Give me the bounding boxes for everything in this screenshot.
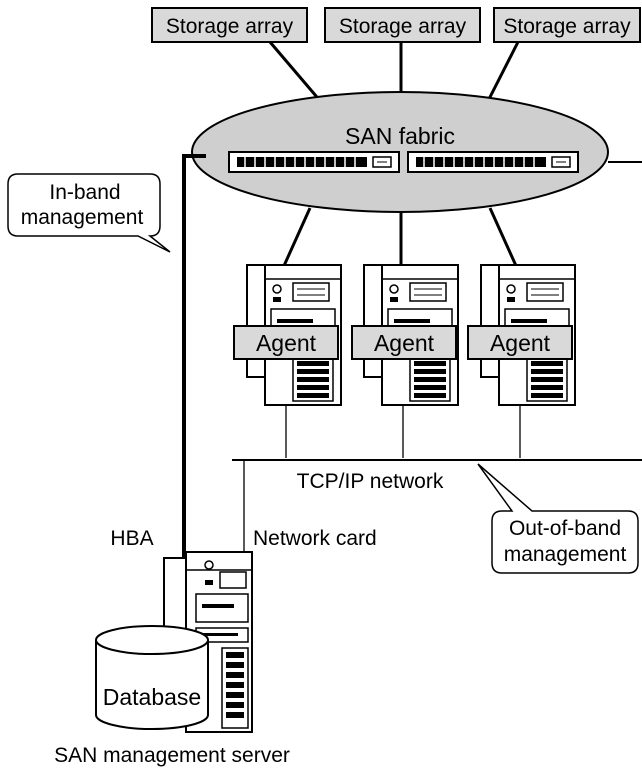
storage-array-1: Storage array <box>151 7 308 43</box>
in-band-callout-line1: In-band <box>49 181 120 204</box>
agent-2-label: Agent <box>374 330 435 356</box>
database-label: Database <box>103 684 201 710</box>
out-of-band-callout-line1: Out-of-band <box>509 517 621 540</box>
agent-3-label: Agent <box>490 330 551 356</box>
fabric-host-link-1 <box>281 207 312 269</box>
agent-1-label: Agent <box>256 330 317 356</box>
san-fabric: SAN fabric <box>191 91 609 213</box>
storage-array-3-label: Storage array <box>503 15 631 38</box>
san-fabric-label: SAN fabric <box>345 123 455 149</box>
storage-link-3 <box>485 41 520 104</box>
fabric-host-link-3 <box>488 207 519 269</box>
storage-array-1-label: Storage array <box>166 15 294 38</box>
fabric-switch-1 <box>228 151 400 173</box>
out-of-band-callout-line2: management <box>504 543 627 566</box>
in-band-callout-line2: management <box>21 206 144 229</box>
storage-array-3: Storage array <box>493 7 641 43</box>
agent-2: Agent <box>351 325 457 360</box>
fabric-switch-2 <box>407 151 579 173</box>
storage-link-1 <box>268 41 324 104</box>
in-band-path <box>182 154 206 560</box>
network-card-label: Network card <box>253 527 377 550</box>
storage-array-2: Storage array <box>324 7 481 43</box>
in-band-callout: In-band management <box>7 173 171 253</box>
out-of-band-callout: Out-of-band management <box>477 463 639 574</box>
agent-1: Agent <box>233 325 339 360</box>
server-caption: SAN management server <box>54 744 290 767</box>
tcpip-network-label: TCP/IP network <box>297 470 444 493</box>
agent-3: Agent <box>467 325 573 360</box>
database-icon: Database <box>95 625 209 730</box>
storage-array-2-label: Storage array <box>339 15 467 38</box>
hba-label: HBA <box>110 527 153 550</box>
